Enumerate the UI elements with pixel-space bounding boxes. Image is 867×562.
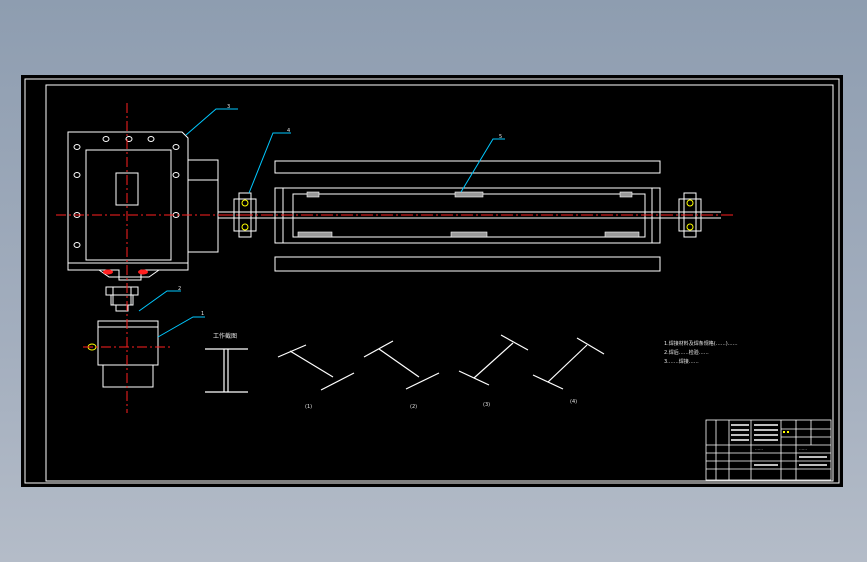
shaft [218, 211, 721, 219]
weld-view-1 [277, 344, 355, 391]
engineering-drawing: 3 4 5 2 1 工作截图 (1) (2) (3) (4) 1.焊接材料及焊条… [24, 78, 840, 484]
gearbox-assembly [67, 131, 219, 281]
leader-lines [138, 108, 505, 338]
weld-view-3 [458, 334, 529, 386]
title-block-highlights [783, 431, 789, 433]
view-label-1: (1) [305, 404, 312, 410]
balloon-1: 1 [201, 311, 204, 317]
title-block [705, 419, 832, 481]
main-beam [274, 160, 661, 272]
gearbox-feet [103, 269, 148, 275]
weld-view-2 [363, 340, 440, 390]
view-label-3: (3) [483, 402, 490, 408]
clamp-pads [297, 191, 640, 238]
section-title: 工作截图 [213, 332, 237, 340]
centerlines-left [56, 103, 243, 413]
title-block-parts-list [731, 424, 827, 466]
view-label-2: (2) [410, 404, 417, 410]
cad-viewport[interactable]: 3 4 5 2 1 工作截图 (1) (2) (3) (4) 1.焊接材料及焊条… [21, 75, 843, 487]
balloon-3: 3 [227, 104, 230, 110]
motor [97, 320, 159, 388]
weld-view-4 [532, 337, 605, 390]
outer-border [24, 78, 840, 484]
title-block-scale: …… [799, 446, 807, 451]
balloon-5: 5 [499, 134, 502, 140]
balloon-4: 4 [287, 128, 290, 134]
inner-border [45, 84, 834, 482]
note-line-1: 1.焊接材料及焊条规格(……)…… [664, 340, 738, 347]
coupling [105, 286, 139, 312]
title-block-drawing-name: …… [755, 446, 763, 451]
view-label-4: (4) [570, 399, 577, 405]
i-beam-section [205, 348, 248, 393]
note-line-3: 3.……焊接…… [664, 358, 699, 365]
note-line-2: 2.焊后……检验…… [664, 349, 709, 356]
balloon-2: 2 [178, 286, 181, 292]
